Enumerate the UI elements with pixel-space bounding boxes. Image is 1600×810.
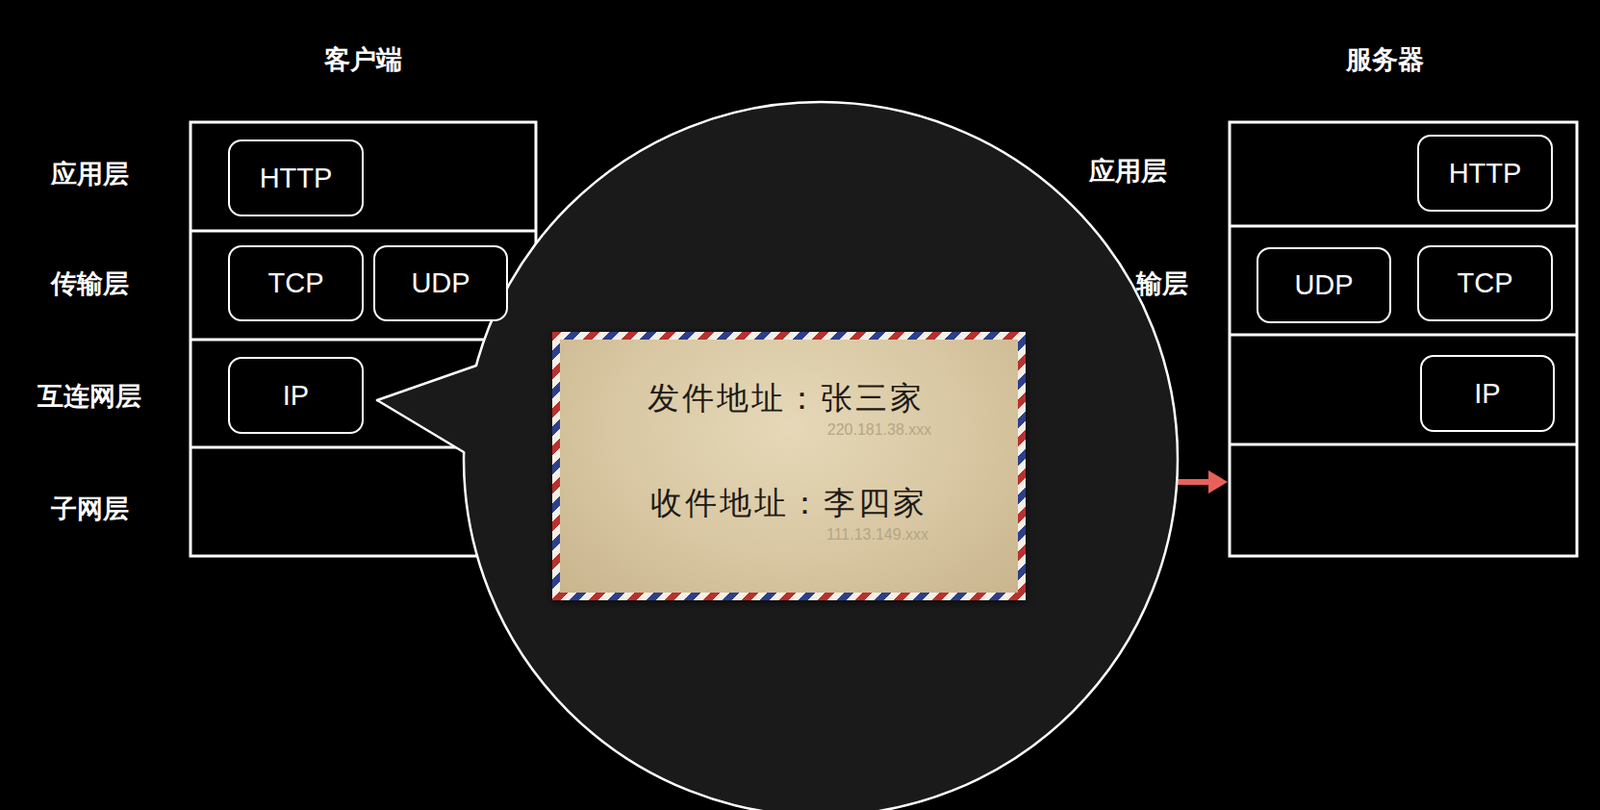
protocol-box: IP bbox=[228, 356, 364, 434]
protocol-box: HTTP bbox=[1417, 134, 1553, 212]
layer-name: 输层 bbox=[1136, 266, 1189, 302]
column-title: 服务器 bbox=[1346, 42, 1424, 77]
address-text: 发件地址：张三家 bbox=[647, 377, 925, 421]
layer-name: 传输层 bbox=[50, 266, 129, 302]
protocol-box: TCP bbox=[228, 245, 364, 322]
protocol-name: IP bbox=[1473, 378, 1500, 410]
protocol-name: HTTP bbox=[259, 162, 333, 195]
envelope: 发件地址：张三家220.181.38.xxx 收件地址：李四家111.13.149… bbox=[552, 331, 1026, 601]
protocol-name: TCP bbox=[268, 267, 325, 300]
column-title: 客户端 bbox=[324, 42, 403, 77]
protocol-box: IP bbox=[1420, 355, 1555, 432]
layer-name: 应用层 bbox=[50, 156, 129, 192]
layer-name: 应用层 bbox=[1089, 153, 1168, 189]
protocol-name: TCP bbox=[1457, 267, 1514, 300]
ip-address: 111.13.149.xxx bbox=[826, 526, 929, 544]
protocol-name: IP bbox=[282, 380, 309, 412]
layer-name: 互连网层 bbox=[37, 379, 142, 414]
layer-name: 子网层 bbox=[50, 491, 129, 527]
server-stack bbox=[1229, 122, 1577, 557]
protocol-box: UDP bbox=[1256, 247, 1392, 324]
protocol-name: UDP bbox=[1294, 269, 1353, 302]
speech-bubble bbox=[377, 101, 1178, 810]
protocol-box: HTTP bbox=[228, 139, 364, 217]
protocol-box: UDP bbox=[373, 245, 508, 322]
protocol-box: TCP bbox=[1417, 245, 1553, 322]
protocol-name: HTTP bbox=[1448, 157, 1523, 190]
protocol-name: UDP bbox=[410, 267, 470, 300]
address-text: 收件地址：李四家 bbox=[650, 482, 928, 526]
ip-address: 220.181.38.xxx bbox=[827, 421, 933, 439]
envelope-paper bbox=[559, 339, 1018, 593]
